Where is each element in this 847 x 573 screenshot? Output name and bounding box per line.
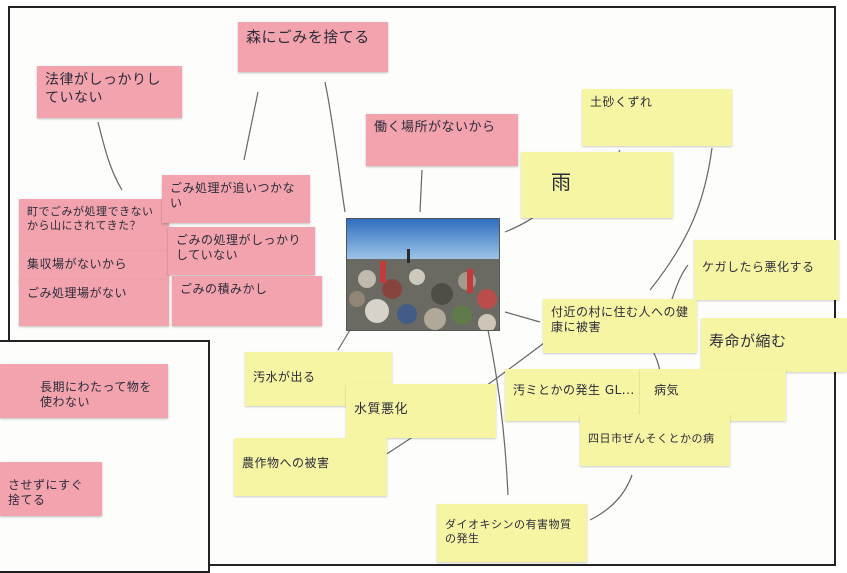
note-law: 法律がしっかりしていない xyxy=(37,66,182,118)
note-collapse: 土砂くずれ xyxy=(582,89,732,146)
note-water: 水質悪化 xyxy=(346,384,496,438)
note-forest: 森にごみを捨てる xyxy=(238,22,388,72)
note-gomi-stack: ごみの積みかし xyxy=(172,276,322,326)
landfill-photo xyxy=(346,218,500,331)
note-gomi-keep: ごみ処理が追いつかない xyxy=(162,175,310,223)
note-no-collect: 集収場がないから xyxy=(19,251,169,282)
note-health: 付近の村に住む人への健康に被害 xyxy=(543,299,697,353)
note-no-throw: させずにすぐ捨てる xyxy=(0,462,102,516)
note-crops: 農作物への被害 xyxy=(234,438,387,496)
note-gomi-proper: ごみの処理がしっかりしていない xyxy=(168,227,315,275)
note-rain: 雨 xyxy=(521,152,673,218)
note-yokkaichi: 四日市ぜんそくとかの病 xyxy=(580,414,730,466)
note-dioxin: ダイオキシンの有害物質の発生 xyxy=(437,504,587,562)
note-no-site: ごみ処理場がない xyxy=(19,280,169,326)
note-disease: 汚ミとかの発生 GL... xyxy=(505,369,660,421)
note-long-term: 長期にわたって物を使わない xyxy=(0,364,168,418)
note-sick: 病気 xyxy=(640,369,786,421)
note-no-job: 働く場所がないから xyxy=(366,114,518,166)
note-lifespan: 寿命が縮む xyxy=(701,318,847,372)
note-injury: ケガしたら悪化する xyxy=(694,240,839,300)
note-town: 町でごみが処理できないから山にされてきた？ xyxy=(19,199,169,251)
